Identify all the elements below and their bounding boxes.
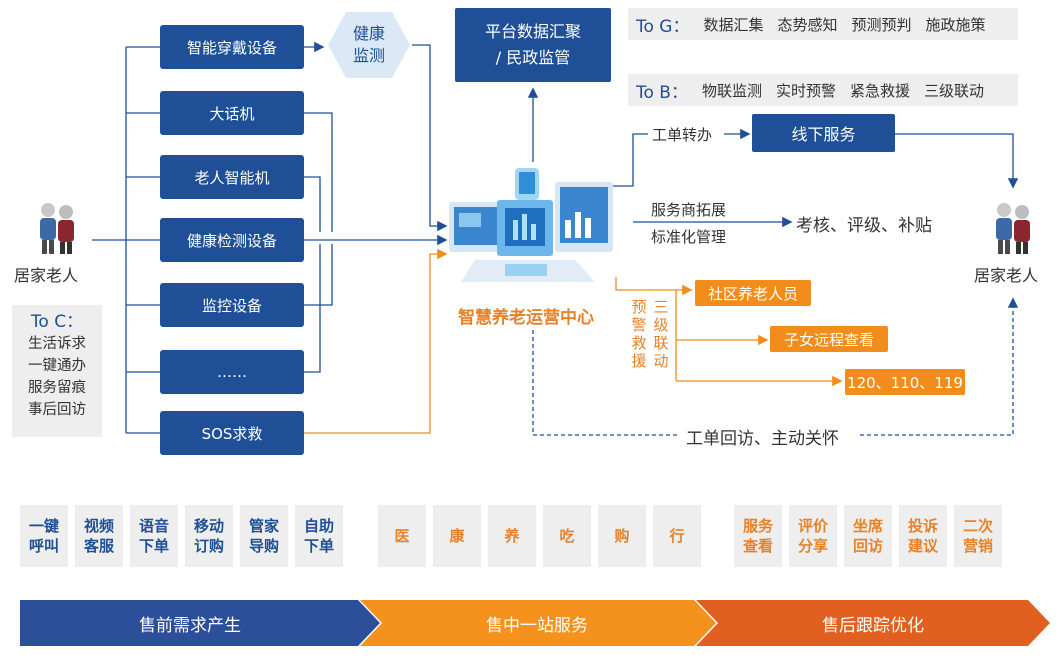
revisit-label: 工单回访、主动关怀 xyxy=(686,429,839,449)
operations-center-icon xyxy=(449,168,613,282)
mid-tile: 吃 xyxy=(543,505,591,567)
toc-item: 服务留痕 xyxy=(28,380,86,396)
device-elderly-phone: 老人智能机 xyxy=(160,155,304,199)
toc-item: 事后回访 xyxy=(28,402,86,418)
tog-item: 预测预判 xyxy=(851,15,912,34)
post-tile: 二次营销 xyxy=(954,505,1002,567)
pre-tile: 视频客服 xyxy=(75,505,123,567)
provider-expand-label: 服务商拓展 xyxy=(651,201,727,219)
work-order-label: 工单转办 xyxy=(652,126,713,144)
pre-tile: 管家导购 xyxy=(240,505,288,567)
pre-tile: 一键呼叫 xyxy=(20,505,68,567)
toc-title: To C： xyxy=(30,312,84,332)
platform-data-box: 平台数据汇聚 / 民政监管 xyxy=(455,8,611,82)
platform-line: 平台数据汇聚 xyxy=(484,22,581,41)
tog-bar: To G： 数据汇集 态势感知 预测预判 施政施策 xyxy=(628,8,1018,40)
device-health-check: 健康检测设备 xyxy=(160,218,304,262)
device-more: …… xyxy=(160,350,304,394)
health-monitor-line: 监测 xyxy=(352,46,385,65)
offline-service-box: 线下服务 xyxy=(752,114,895,152)
community-staff-box: 社区养老人员 xyxy=(695,280,811,306)
device-monitor: 监控设备 xyxy=(160,283,304,327)
phase-arrows xyxy=(20,600,1050,646)
tog-item: 施政施策 xyxy=(925,15,986,34)
post-tile: 投诉建议 xyxy=(899,505,947,567)
phase-aftersale: 售后跟踪优化 xyxy=(822,615,924,636)
device-sos: SOS求救 xyxy=(160,411,304,455)
mid-tile: 行 xyxy=(653,505,701,567)
standard-mgmt-label: 标准化管理 xyxy=(651,228,727,246)
tob-label: To B： xyxy=(636,82,688,103)
mid-tile: 购 xyxy=(598,505,646,567)
phase-presale: 售前需求产生 xyxy=(139,615,241,636)
tob-item: 实时预警 xyxy=(775,81,836,100)
children-remote-box: 子女远程查看 xyxy=(770,326,888,352)
tog-item: 态势感知 xyxy=(777,15,838,34)
health-monitor-hexagon: 健康 监测 xyxy=(326,10,412,80)
mid-tile: 养 xyxy=(488,505,536,567)
mid-tile: 康 xyxy=(433,505,481,567)
platform-line: / 民政监管 xyxy=(495,48,571,67)
pre-tile: 语音下单 xyxy=(130,505,178,567)
post-tile: 服务查看 xyxy=(734,505,782,567)
device-big-phone: 大话机 xyxy=(160,91,304,135)
emergency-box: 120、110、119 xyxy=(845,369,965,395)
three-level-label: 三级联动 xyxy=(653,298,669,370)
tog-label: To G： xyxy=(636,16,690,37)
assess-label: 考核、评级、补贴 xyxy=(796,216,932,236)
elderly-couple-icon xyxy=(996,203,1030,254)
device-smart-wearable: 智能穿戴设备 xyxy=(160,25,304,69)
phase-insale: 售中一站服务 xyxy=(486,615,588,636)
center-label: 智慧养老运营中心 xyxy=(458,308,594,328)
post-tile: 评价分享 xyxy=(789,505,837,567)
alert-rescue-label: 预警救援 xyxy=(631,298,647,370)
toc-item: 一键通办 xyxy=(28,358,86,374)
tob-item: 三级联动 xyxy=(924,81,985,100)
pre-tile: 自助下单 xyxy=(295,505,343,567)
toc-box: To C： 生活诉求 一键通办 服务留痕 事后回访 xyxy=(12,305,102,437)
tob-bar: To B： 物联监测 实时预警 紧急救援 三级联动 xyxy=(628,74,1018,106)
pre-tile: 移动订购 xyxy=(185,505,233,567)
tob-item: 紧急救援 xyxy=(850,81,911,100)
post-tile: 坐席回访 xyxy=(844,505,892,567)
tog-item: 数据汇集 xyxy=(703,15,764,34)
health-monitor-line: 健康 xyxy=(352,24,385,43)
tob-item: 物联监测 xyxy=(701,81,762,100)
elderly-couple-icon xyxy=(40,203,74,254)
right-person-label: 居家老人 xyxy=(974,266,1039,285)
left-person-label: 居家老人 xyxy=(14,266,79,285)
mid-tile: 医 xyxy=(378,505,426,567)
toc-item: 生活诉求 xyxy=(28,336,86,352)
